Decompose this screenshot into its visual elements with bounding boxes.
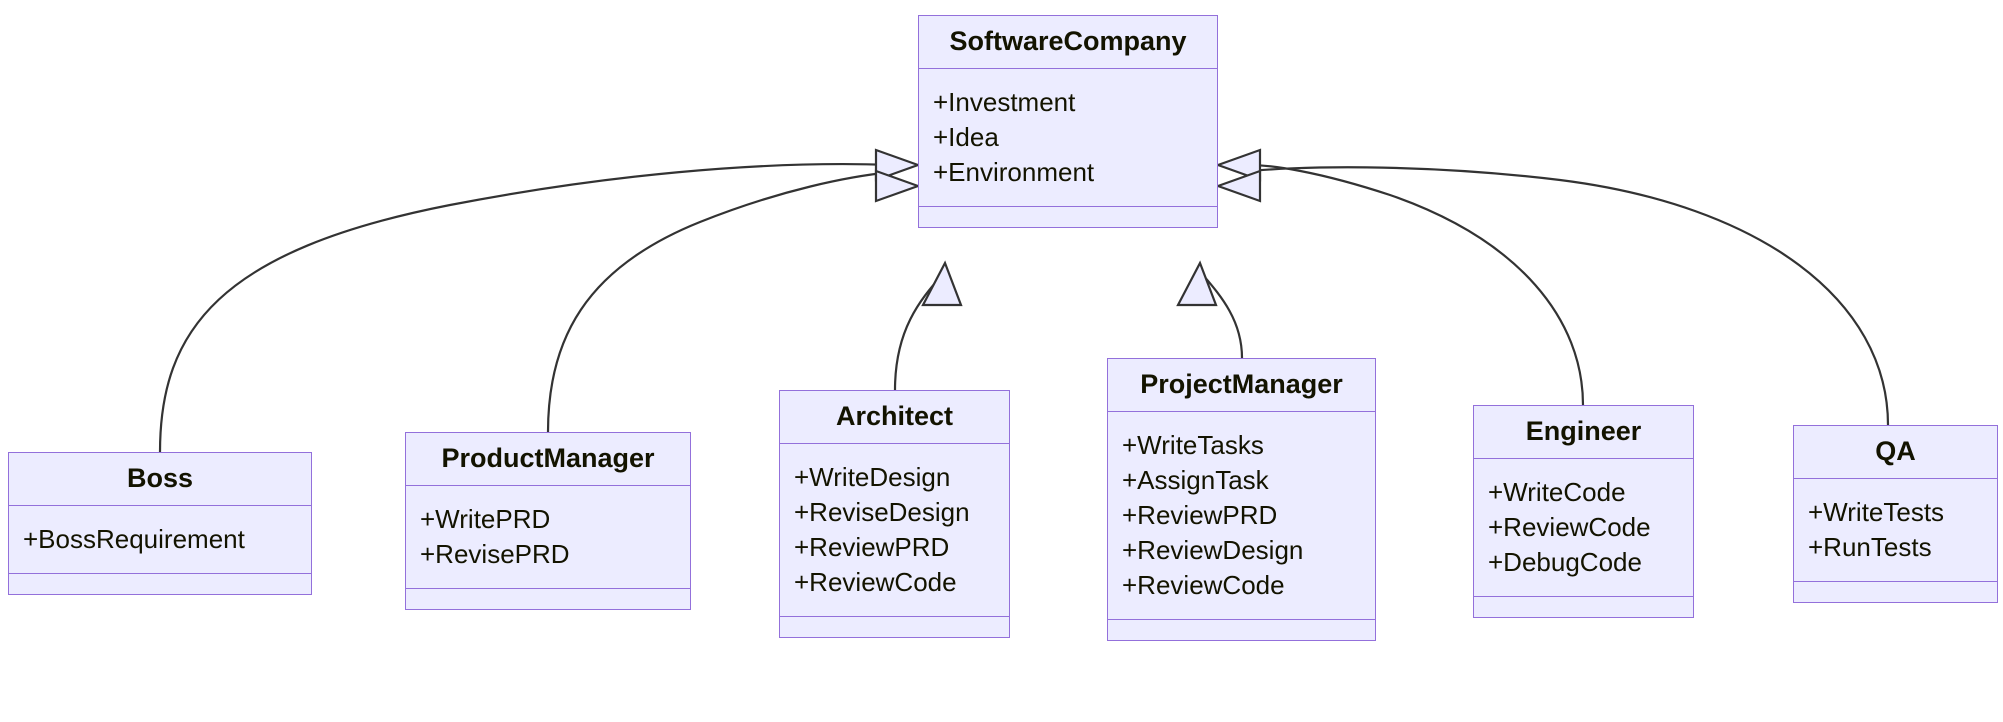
attribute-item: +Environment bbox=[933, 157, 1095, 187]
class-methods-qa bbox=[1794, 582, 1997, 602]
class-node-qa[interactable]: QA +WriteTests +RunTests bbox=[1793, 425, 1998, 603]
attribute-item: +WriteTasks bbox=[1122, 430, 1264, 460]
class-node-software-company[interactable]: SoftwareCompany +Investment +Idea +Envir… bbox=[918, 15, 1218, 228]
class-title-project-manager: ProjectManager bbox=[1108, 359, 1375, 412]
attribute-item: +WriteCode bbox=[1488, 477, 1626, 507]
class-node-boss[interactable]: Boss +BossRequirement bbox=[8, 452, 312, 595]
generalization-arrowhead-bottom-left bbox=[921, 260, 963, 307]
generalization-arrowhead-left-lower bbox=[874, 169, 922, 203]
class-attributes-architect: +WriteDesign +ReviseDesign +ReviewPRD +R… bbox=[780, 444, 1009, 617]
class-title-qa: QA bbox=[1794, 426, 1997, 479]
edge-architect-to-softwarecompany bbox=[893, 273, 944, 392]
attribute-item: +RevisePRD bbox=[420, 539, 570, 569]
class-title-architect: Architect bbox=[780, 391, 1009, 444]
attribute-item: +ReviseDesign bbox=[794, 497, 970, 527]
attribute-item: +ReviewPRD bbox=[794, 532, 950, 562]
class-attributes-software-company: +Investment +Idea +Environment bbox=[919, 69, 1217, 207]
class-attributes-product-manager: +WritePRD +RevisePRD bbox=[406, 486, 690, 589]
attribute-item: +ReviewCode bbox=[794, 567, 957, 597]
class-node-project-manager[interactable]: ProjectManager +WriteTasks +AssignTask +… bbox=[1107, 358, 1376, 641]
class-attributes-project-manager: +WriteTasks +AssignTask +ReviewPRD +Revi… bbox=[1108, 412, 1375, 620]
generalization-arrowhead-right-upper bbox=[1214, 148, 1262, 182]
generalization-arrowhead-left-upper bbox=[874, 148, 922, 182]
class-methods-project-manager bbox=[1108, 620, 1375, 640]
class-attributes-qa: +WriteTests +RunTests bbox=[1794, 479, 1997, 582]
attribute-item: +AssignTask bbox=[1122, 465, 1269, 495]
attribute-item: +RunTests bbox=[1808, 532, 1932, 562]
attribute-item: +ReviewCode bbox=[1488, 512, 1651, 542]
attribute-item: +Idea bbox=[933, 122, 999, 152]
class-methods-boss bbox=[9, 574, 311, 594]
class-node-engineer[interactable]: Engineer +WriteCode +ReviewCode +DebugCo… bbox=[1473, 405, 1694, 618]
attribute-item: +WriteTests bbox=[1808, 497, 1945, 527]
class-methods-engineer bbox=[1474, 597, 1693, 617]
class-attributes-boss: +BossRequirement bbox=[9, 506, 311, 574]
class-node-architect[interactable]: Architect +WriteDesign +ReviseDesign +Re… bbox=[779, 390, 1010, 638]
class-title-engineer: Engineer bbox=[1474, 406, 1693, 459]
class-methods-product-manager bbox=[406, 589, 690, 609]
attribute-item: +BossRequirement bbox=[23, 524, 245, 554]
class-attributes-engineer: +WriteCode +ReviewCode +DebugCode bbox=[1474, 459, 1693, 597]
generalization-arrowhead-right-lower bbox=[1214, 169, 1262, 203]
attribute-item: +ReviewPRD bbox=[1122, 500, 1278, 530]
attribute-item: +ReviewDesign bbox=[1122, 535, 1304, 565]
class-methods-architect bbox=[780, 617, 1009, 637]
attribute-item: +WritePRD bbox=[420, 504, 551, 534]
attribute-item: +DebugCode bbox=[1488, 547, 1642, 577]
class-title-boss: Boss bbox=[9, 453, 311, 506]
class-methods-software-company bbox=[919, 207, 1217, 227]
class-title-software-company: SoftwareCompany bbox=[919, 16, 1217, 69]
generalization-arrowhead-bottom-right bbox=[1176, 260, 1218, 307]
edge-projectmanager-to-softwarecompany bbox=[1201, 273, 1244, 360]
attribute-item: +Investment bbox=[933, 87, 1076, 117]
attribute-item: +ReviewCode bbox=[1122, 570, 1285, 600]
class-node-product-manager[interactable]: ProductManager +WritePRD +RevisePRD bbox=[405, 432, 691, 610]
attribute-item: +WriteDesign bbox=[794, 462, 951, 492]
class-title-product-manager: ProductManager bbox=[406, 433, 690, 486]
